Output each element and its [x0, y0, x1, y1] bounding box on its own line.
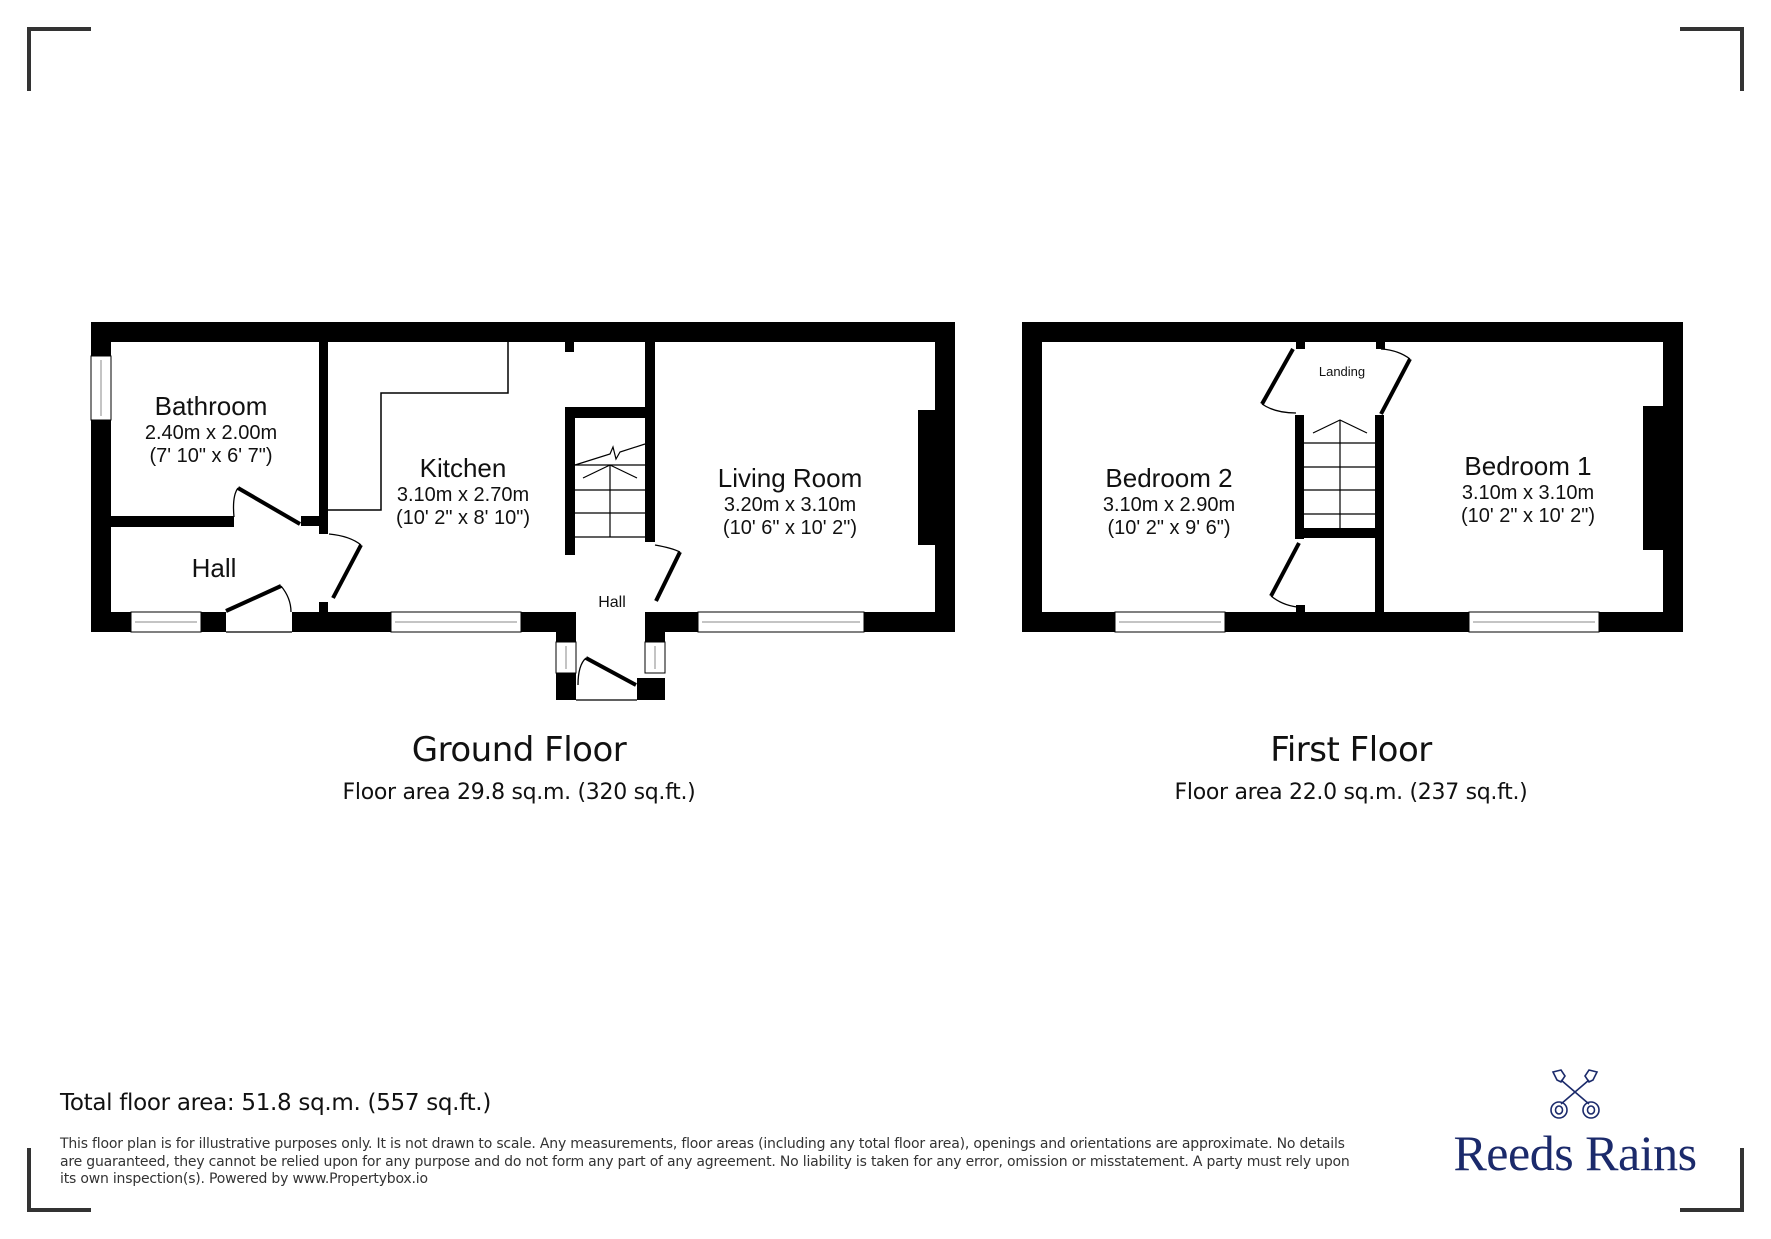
first-top-wall	[1022, 322, 1683, 342]
crop-mark-bottom-left	[27, 1148, 91, 1212]
room-kitchen: Kitchen 3.10m x 2.70m (10' 2" x 8' 10")	[396, 453, 530, 531]
room-bedroom-2: Bedroom 2 3.10m x 2.90m (10' 2" x 9' 6")	[1103, 463, 1235, 541]
floor-title: First Floor	[1270, 730, 1432, 770]
room-name: Bedroom 1	[1464, 451, 1592, 481]
room-landing: Landing	[1318, 364, 1366, 379]
room-bedroom-1: Bedroom 1 3.10m x 3.10m (10' 2" x 10' 2"…	[1461, 451, 1595, 529]
first-stairs	[1304, 419, 1375, 528]
room-imperial: (10' 6" x 10' 2")	[722, 517, 858, 540]
floor-title: Ground Floor	[411, 730, 627, 770]
first-doors	[1260, 348, 1412, 597]
total-floor-area: Total floor area: 51.8 sq.m. (557 sq.ft.…	[60, 1090, 491, 1116]
ground-right-wall	[935, 322, 955, 617]
room-name: Hall	[191, 553, 237, 583]
crop-mark-bottom-right	[1680, 1148, 1744, 1212]
room-name: Kitchen	[419, 453, 507, 483]
floor-area: Floor area 22.0 sq.m. (237 sq.ft.)	[1174, 780, 1528, 805]
ground-doors	[225, 486, 682, 687]
room-bathroom: Bathroom 2.40m x 2.00m (7' 10" x 6' 7")	[145, 391, 277, 469]
room-hall: Hall	[192, 553, 237, 584]
kitchen-worktop	[328, 342, 509, 511]
room-metric: 3.10m x 2.90m	[1102, 493, 1236, 516]
room-imperial: (10' 2" x 8' 10")	[395, 507, 531, 530]
crop-mark-top-right	[1680, 27, 1744, 91]
room-living-room: Living Room 3.20m x 3.10m (10' 6" x 10' …	[718, 463, 863, 541]
first-left-wall	[1022, 322, 1042, 632]
room-hall-entrance: Hall	[598, 594, 626, 611]
brand-wordmark: Reeds Rains	[1453, 1125, 1697, 1181]
room-name: Living Room	[717, 463, 863, 493]
ground-floor-caption: Ground Floor Floor area 29.8 sq.m. (320 …	[343, 730, 696, 805]
crop-mark-top-left	[27, 27, 91, 91]
first-floor-caption: First Floor Floor area 22.0 sq.m. (237 s…	[1175, 730, 1528, 805]
brand-logo: Reeds Rains	[1430, 1068, 1720, 1182]
room-metric: 3.10m x 2.70m	[396, 483, 530, 506]
room-imperial: (10' 2" x 10' 2")	[1460, 505, 1596, 528]
first-right-wall	[1663, 322, 1683, 632]
disclaimer-text: This floor plan is for illustrative purp…	[60, 1136, 1350, 1187]
floor-area: Floor area 29.8 sq.m. (320 sq.ft.)	[342, 780, 696, 805]
room-metric: 3.10m x 3.10m	[1461, 481, 1595, 504]
room-name: Bedroom 2	[1105, 463, 1233, 493]
ground-top-wall	[91, 322, 955, 342]
room-name: Bathroom	[154, 391, 268, 421]
room-imperial: (7' 10" x 6' 7")	[149, 445, 273, 468]
room-metric: 2.40m x 2.00m	[144, 421, 278, 444]
room-metric: 3.20m x 3.10m	[723, 493, 857, 516]
crossed-keys-icon	[1550, 1069, 1600, 1119]
room-imperial: (10' 2" x 9' 6")	[1107, 517, 1231, 540]
ground-stairs	[574, 443, 646, 538]
